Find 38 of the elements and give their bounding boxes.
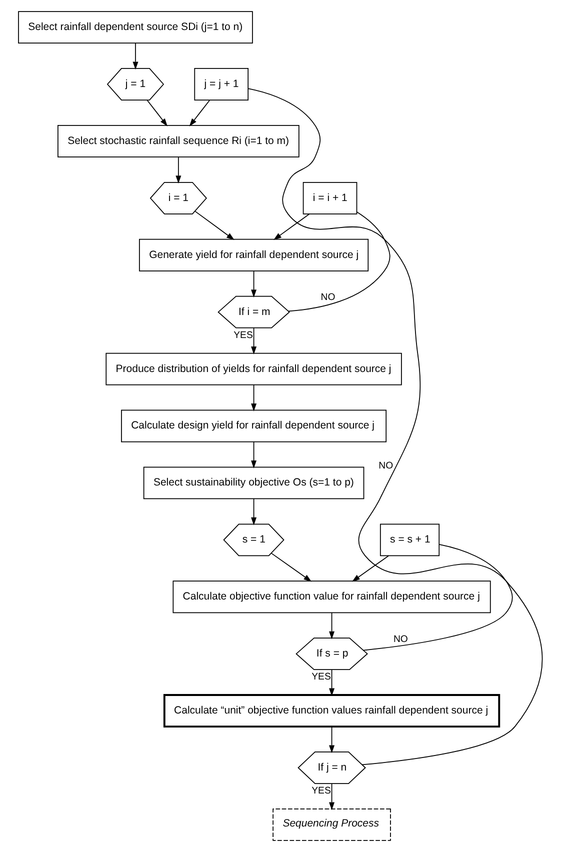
node-box: Calculate “unit” objective function values rainfall dependent source j <box>163 694 500 728</box>
arrow <box>274 214 310 240</box>
node-box: Calculate design yield for rainfall dependent source j <box>121 410 387 442</box>
arrow <box>329 726 335 754</box>
arrow <box>189 100 210 126</box>
node-box: Produce distribution of yields for rainfall dependent source j <box>106 352 402 386</box>
connector <box>288 212 390 312</box>
node-box: Select stochastic rainfall sequence Ri (i=1 to m) <box>58 125 300 158</box>
arrow <box>329 783 335 810</box>
node-box: i = i + 1 <box>302 182 358 214</box>
arrow <box>352 555 389 582</box>
node-box: j = j + 1 <box>194 68 249 100</box>
arrow <box>194 210 234 240</box>
arrow <box>251 270 257 298</box>
connector <box>248 88 543 766</box>
arrow <box>132 42 138 70</box>
arrow <box>251 328 257 354</box>
edge-label: NO <box>320 292 336 303</box>
arrow <box>251 498 257 526</box>
arrow <box>271 552 312 582</box>
arrow <box>251 384 257 412</box>
edge-label: NO <box>378 460 394 472</box>
connector <box>362 544 513 651</box>
node-box: Sequencing Process <box>272 808 391 841</box>
edge-label: NO <box>393 634 408 645</box>
arrow <box>251 442 257 468</box>
arrow <box>176 156 182 184</box>
node-box: Select sustainability objective Os (s=1 to p) <box>143 466 364 500</box>
arrow <box>329 612 335 640</box>
arrow <box>329 669 335 696</box>
edge-label: YES <box>312 672 331 683</box>
arrow <box>146 100 168 126</box>
node-box: Calculate objective function value for rainfall dependent source j <box>172 580 491 614</box>
edge-label: YES <box>312 786 331 797</box>
node-box: Generate yield for rainfall dependent source j <box>139 238 369 272</box>
node-box: Select rainfall dependent source SDi (j=1 to n) <box>18 11 253 44</box>
edge-label: YES <box>234 330 253 341</box>
node-box: s = s + 1 <box>380 524 440 556</box>
